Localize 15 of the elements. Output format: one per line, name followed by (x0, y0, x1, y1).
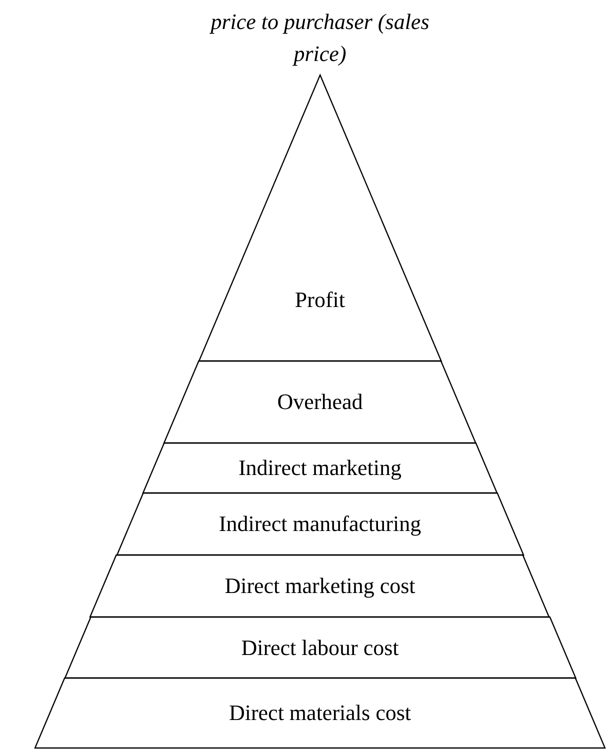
pyramid-band (90, 555, 550, 617)
band-label: Overhead (276, 389, 364, 415)
band-label: Indirect marketing (237, 455, 403, 481)
band-label: Direct materials cost (228, 700, 412, 726)
pyramid-band (116, 493, 524, 555)
apex-label: price to purchaser (sales price) (210, 8, 430, 68)
pyramid-apex-section (198, 75, 442, 361)
pyramid-band (35, 678, 605, 748)
band-label: Direct labour cost (240, 634, 400, 660)
pyramid-band (164, 361, 476, 443)
pyramid-band (64, 617, 576, 678)
pyramid-band (142, 443, 497, 493)
band-label: Profit (294, 287, 346, 313)
band-label: Indirect manufacturing (218, 511, 422, 537)
band-label: Direct marketing cost (224, 573, 416, 599)
